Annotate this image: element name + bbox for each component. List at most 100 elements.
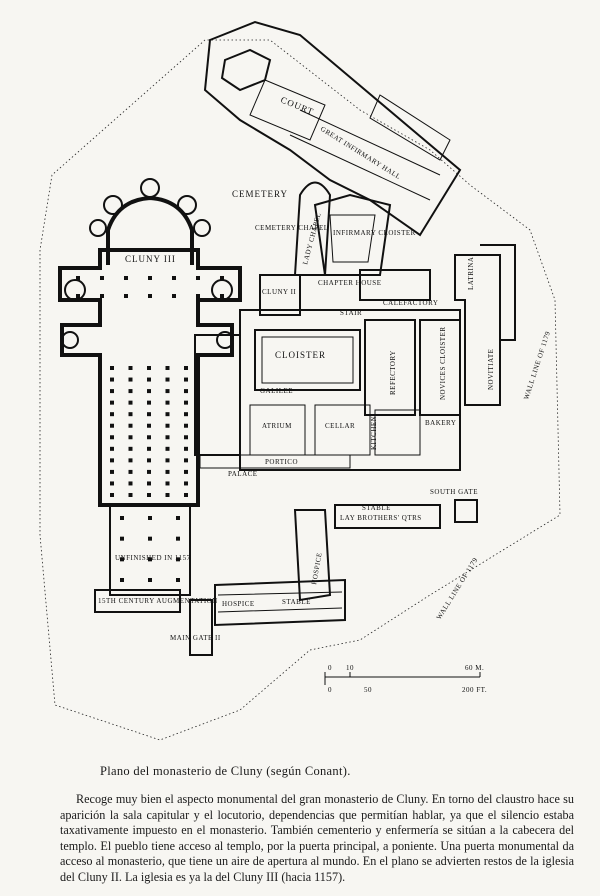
pier [147, 435, 151, 440]
pier [147, 423, 151, 428]
body-paragraph: Recoge muy bien el aspecto monumental de… [60, 792, 574, 884]
label-infirmary-cloister: INFIRMARY CLOISTER [333, 229, 416, 237]
pier [110, 389, 114, 394]
pier [176, 516, 180, 520]
pier [165, 366, 170, 370]
label-cemetery: CEMETERY [232, 189, 288, 199]
label-great-infirmary-hall: GREAT INFIRMARY HALL [319, 125, 402, 181]
church-cluny-iii [58, 178, 242, 507]
label-stair: STAIR [340, 309, 362, 317]
pier [110, 446, 114, 451]
pier [148, 557, 152, 562]
pier [120, 578, 124, 582]
pier [176, 578, 180, 582]
pier [147, 446, 151, 451]
scale-ft-50: 50 [364, 686, 372, 694]
pier [148, 516, 152, 520]
scale-m-10: 10 [346, 664, 354, 672]
pier [147, 366, 151, 370]
pier [100, 276, 104, 280]
pier [76, 276, 80, 280]
label-cellar: CELLAR [325, 422, 355, 430]
pier [110, 366, 114, 370]
scale-ft-200: 200 FT. [462, 686, 487, 694]
pier [100, 294, 104, 298]
pier [124, 276, 128, 280]
pier [128, 389, 133, 394]
pier [220, 294, 224, 298]
pier [165, 400, 170, 405]
pier [147, 412, 151, 417]
pier [165, 493, 170, 497]
pier [165, 458, 170, 463]
label-novitiate: NOVITIATE [487, 349, 495, 390]
pier [184, 412, 188, 417]
label-stable-upper: STABLE [362, 504, 391, 512]
pier [148, 294, 152, 298]
pier [176, 557, 180, 562]
label-portico: PORTICO [265, 458, 298, 466]
label-augmentation: 15TH CENTURY AUGMENTATION [98, 597, 218, 605]
pier [147, 389, 151, 394]
label-wall-line-2: WALL LINE OF 1179 [435, 556, 480, 621]
label-galilee: GALILEE [260, 387, 293, 395]
pier [110, 377, 114, 382]
pier [110, 458, 114, 463]
pier [110, 493, 114, 497]
scale-m-60: 60 M. [465, 664, 484, 672]
pier [196, 294, 200, 298]
pier [110, 423, 114, 428]
pier [165, 389, 170, 394]
main-gate [189, 599, 213, 656]
pier [148, 276, 152, 280]
label-atrium: ATRIUM [262, 422, 292, 430]
label-hospice: HOSPICE [222, 600, 255, 608]
pier [147, 493, 151, 497]
figure-caption: Plano del monasterio de Cluny (según Con… [100, 764, 351, 778]
pier [220, 276, 224, 280]
scale-bar: 0 10 60 M. 0 50 200 FT. [324, 664, 487, 694]
infirmary-cloister [313, 193, 392, 276]
label-cluny-ii: CLUNY II [262, 288, 296, 296]
pier [184, 435, 188, 440]
pier [128, 400, 133, 405]
pier [148, 536, 152, 541]
pier [120, 557, 124, 562]
pier [184, 458, 188, 463]
hospice-wing [293, 509, 332, 602]
pier [128, 412, 133, 417]
label-palace: PALACE [228, 470, 258, 478]
pier [165, 481, 170, 486]
label-refectory: REFECTORY [389, 350, 397, 395]
pier [147, 481, 151, 486]
pier [110, 400, 114, 405]
pier [128, 366, 133, 370]
pier [165, 377, 170, 382]
label-south-gate: SOUTH GATE [430, 488, 478, 496]
pier [120, 516, 124, 520]
precinct-boundary [39, 39, 561, 741]
south-gate-tower [454, 499, 478, 523]
pier [165, 446, 170, 451]
pier [128, 458, 133, 463]
pier [184, 423, 188, 428]
lay-brothers-building [334, 504, 441, 529]
pier [128, 481, 133, 486]
pier [165, 412, 170, 417]
label-cluny-iii: CLUNY III [125, 254, 176, 264]
pier [148, 578, 152, 582]
pier [128, 446, 133, 451]
label-chapter-house: CHAPTER HOUSE [318, 279, 381, 287]
pier [165, 469, 170, 474]
pier [124, 294, 128, 298]
label-calefactory: CALEFACTORY [383, 299, 438, 307]
cloister-complex [194, 274, 461, 471]
pier [128, 469, 133, 474]
label-bakery: BAKERY [425, 419, 456, 427]
label-cemetery-chapel: CEMETERY CHAPEL [255, 224, 329, 232]
pier [110, 435, 114, 440]
pier [184, 389, 188, 394]
label-unfinished: UNFINISHED IN 1157 [115, 554, 191, 562]
pier [184, 377, 188, 382]
label-stable: STABLE [282, 598, 311, 606]
